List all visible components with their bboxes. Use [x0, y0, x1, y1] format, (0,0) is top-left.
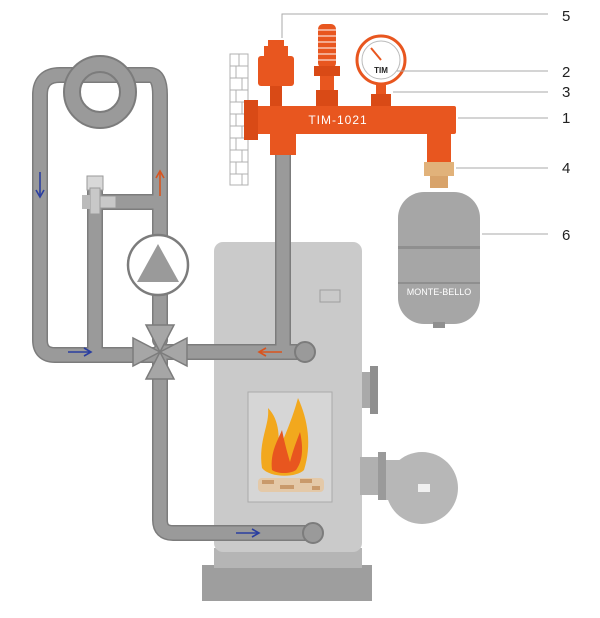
gauge-label: TIM: [374, 66, 388, 75]
callouts: 5 2 3 1 4 6: [281, 8, 570, 244]
boiler: [202, 242, 458, 601]
safety-valve: [314, 24, 340, 106]
air-vent: [258, 40, 294, 106]
gauge-needle: [370, 47, 382, 61]
arrow-down-cold: [35, 172, 45, 199]
arrow-right-cold: [68, 347, 93, 357]
boiler-base: [202, 565, 372, 601]
burner-fan: [360, 452, 458, 524]
boiler-display: [319, 289, 341, 303]
arrow-up-hot: [155, 169, 165, 196]
callout-number: 6: [562, 227, 570, 244]
callout-number: 2: [562, 64, 570, 81]
circulation-pump: [126, 233, 190, 297]
brass-fitting: [424, 162, 454, 176]
callout-5: 5: [281, 8, 570, 38]
arrow-left-hot: [257, 347, 282, 357]
pressure-gauge: TIM: [355, 34, 407, 106]
tank-connector: [424, 132, 454, 188]
boiler-connector: [270, 133, 296, 155]
tank-label: MONTE-BELLO: [407, 287, 472, 297]
arrow-right-return: [236, 528, 261, 538]
wood-pellets-icon: [258, 478, 324, 492]
callout-number: 3: [562, 84, 570, 101]
callout-number: 5: [562, 8, 570, 25]
manifold-label: TIM-1021: [308, 113, 367, 127]
manifold: TIM-1021: [244, 100, 456, 155]
callout-number: 4: [562, 160, 570, 177]
flow-arrows: [35, 169, 282, 538]
callout-3: 3: [393, 84, 570, 101]
callout-2: 2: [397, 64, 570, 81]
firebox-window: [247, 391, 333, 503]
brick-wall: [229, 53, 249, 186]
expansion-tank: MONTE-BELLO: [398, 192, 480, 328]
callout-number: 1: [562, 110, 570, 127]
pump-icon: [137, 244, 179, 282]
callout-1: 1: [458, 110, 570, 127]
callout-4: 4: [456, 160, 570, 177]
mixing-valve: [132, 324, 188, 380]
bypass-valve: [82, 175, 117, 215]
callout-6: 6: [482, 227, 570, 244]
flame-icon: [261, 398, 309, 476]
